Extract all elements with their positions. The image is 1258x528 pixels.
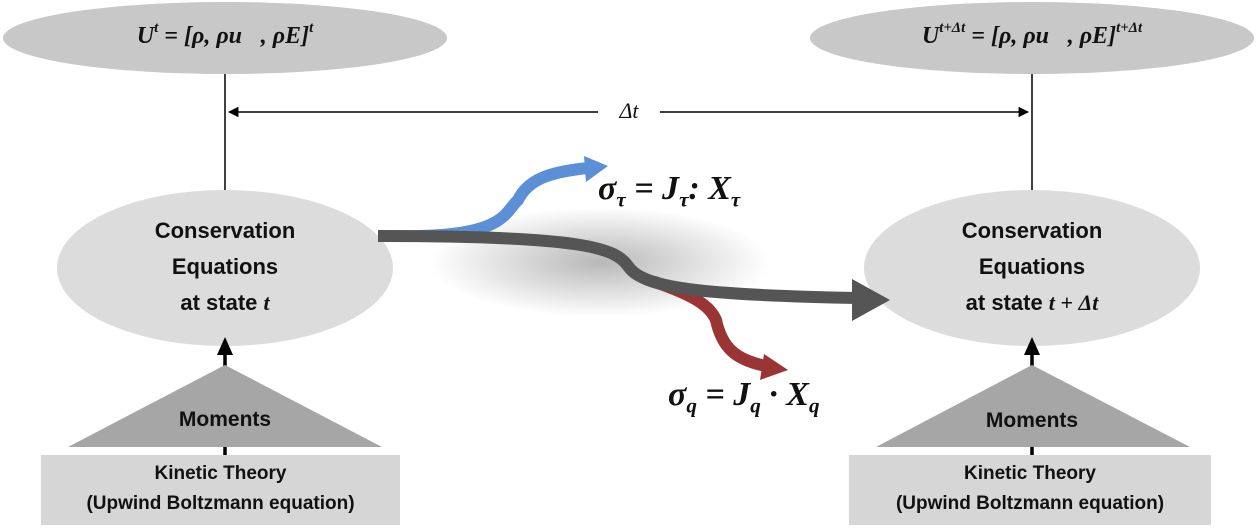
time-step-gap [598, 98, 660, 126]
moments-label-right: Moments [985, 409, 1079, 432]
tau-flux-arrowhead [584, 156, 608, 182]
moments-triangle-left [68, 365, 382, 447]
time-step-label: Δt [619, 98, 639, 123]
kinetic-label-right: Kinetic Theory (Upwind Boltzmann equatio… [849, 459, 1211, 519]
tau-flux-arrow [414, 162, 594, 242]
conservation-label-left: Conservation Equations at state t [80, 213, 370, 321]
kinetic-box-right [849, 455, 1211, 525]
sigma-tau-label: στ = Jτ: Xτ [598, 170, 741, 212]
kinetic-right-line1: Kinetic Theory [964, 463, 1096, 484]
moments-triangle-right [876, 365, 1190, 447]
sigma-q-label: σq = Jq · Xq [668, 376, 820, 418]
up-arrow-left-head [217, 337, 233, 355]
conservation-right-line3: at state t + Δt [965, 290, 1099, 315]
main-transfer-arrow [377, 230, 859, 304]
conservation-label-right: Conservation Equations at state t + Δt [887, 213, 1177, 321]
state-label-left: Ut = [ρ, ρu⃗, ρE]t [136, 20, 314, 50]
kinetic-left-line2: (Upwind Boltzmann equation) [86, 493, 355, 514]
state-label-right: Ut+Δt = [ρ, ρu⃗, ρE]t+Δt [921, 20, 1143, 50]
conservation-left-line1: Conservation [154, 218, 296, 243]
conservation-right-line1: Conservation [961, 218, 1103, 243]
state-ellipse-right [810, 2, 1254, 74]
main-transfer-arrowhead [852, 279, 890, 321]
kinetic-left-line1: Kinetic Theory [154, 463, 287, 484]
conservation-left-line2: Equations [171, 254, 279, 279]
conservation-ellipse-left [57, 190, 393, 346]
state-ellipse-left [3, 2, 447, 74]
kinetic-right-line2: (Upwind Boltzmann equation) [895, 493, 1165, 514]
conservation-left-line3: at state t [180, 290, 270, 315]
kinetic-label-left: Kinetic Theory (Upwind Boltzmann equatio… [41, 459, 400, 519]
q-flux-arrowhead [760, 354, 788, 380]
kinetic-box-left [41, 455, 400, 525]
up-arrow-right-head [1024, 337, 1040, 355]
moments-label-left: Moments [178, 408, 272, 431]
conservation-ellipse-right [864, 190, 1200, 346]
conservation-right-line2: Equations [978, 254, 1086, 279]
